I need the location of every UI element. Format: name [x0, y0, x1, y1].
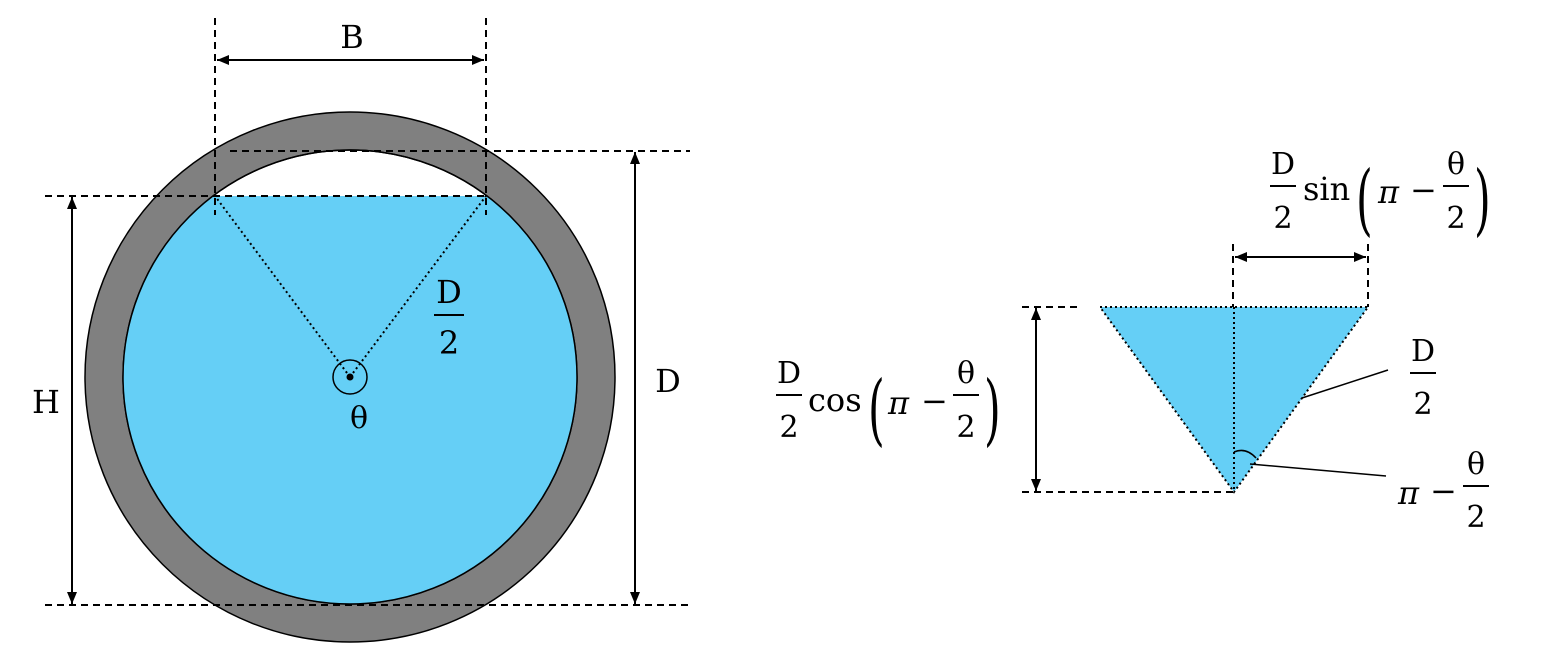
svg-text:θ: θ	[1467, 447, 1485, 482]
svg-text:sin: sin	[1303, 170, 1350, 208]
triangle-side-label: D 2	[1410, 334, 1436, 422]
svg-text:π: π	[1377, 173, 1400, 211]
svg-text:−: −	[1430, 472, 1457, 510]
svg-text:2: 2	[779, 410, 798, 445]
svg-text:(: (	[1356, 154, 1373, 244]
side-leader-line	[1301, 369, 1389, 399]
depth-formula: D 2 cos ( π − θ 2 )	[776, 356, 1001, 455]
svg-text:θ: θ	[1447, 147, 1465, 182]
svg-text:2: 2	[1273, 201, 1292, 236]
width-label: B	[340, 18, 364, 56]
svg-text:D: D	[436, 273, 462, 311]
pipe-cross-section	[84, 111, 616, 643]
half-width-formula: D 2 sin ( π − θ 2 )	[1270, 147, 1491, 245]
svg-text:π: π	[1397, 474, 1420, 512]
angle-label: θ	[350, 401, 368, 436]
radius-fraction-label: D 2	[434, 273, 464, 362]
svg-text:cos: cos	[808, 381, 862, 419]
svg-text:−: −	[1410, 171, 1437, 209]
svg-text:2: 2	[1446, 201, 1465, 236]
svg-text:): )	[1474, 154, 1491, 244]
triangle-angle-label: π − θ 2	[1397, 447, 1489, 535]
svg-text:θ: θ	[957, 356, 975, 391]
triangle-angle-arc	[1233, 449, 1257, 459]
extension-lines	[45, 18, 690, 606]
triangle-extension-lines	[1022, 244, 1369, 493]
svg-text:D: D	[1271, 147, 1295, 182]
svg-text:2: 2	[956, 410, 975, 445]
center-point	[346, 373, 354, 381]
center-angle-arc	[332, 359, 368, 395]
svg-text:−: −	[921, 382, 948, 420]
svg-text:π: π	[887, 384, 910, 422]
water-fill	[123, 196, 577, 604]
svg-text:D: D	[1411, 334, 1435, 369]
svg-text:D: D	[777, 356, 801, 391]
triangle-water	[1100, 307, 1368, 492]
svg-text:2: 2	[1466, 500, 1485, 535]
angle-leader-line	[1249, 463, 1387, 477]
svg-text:2: 2	[1413, 387, 1432, 422]
triangle-detail	[1099, 306, 1370, 494]
svg-text:): )	[984, 364, 1001, 454]
triangle-outline	[1099, 306, 1370, 494]
svg-text:(: (	[868, 364, 885, 454]
diameter-label: D	[655, 362, 681, 400]
svg-text:2: 2	[439, 324, 459, 362]
height-label: H	[32, 383, 60, 421]
